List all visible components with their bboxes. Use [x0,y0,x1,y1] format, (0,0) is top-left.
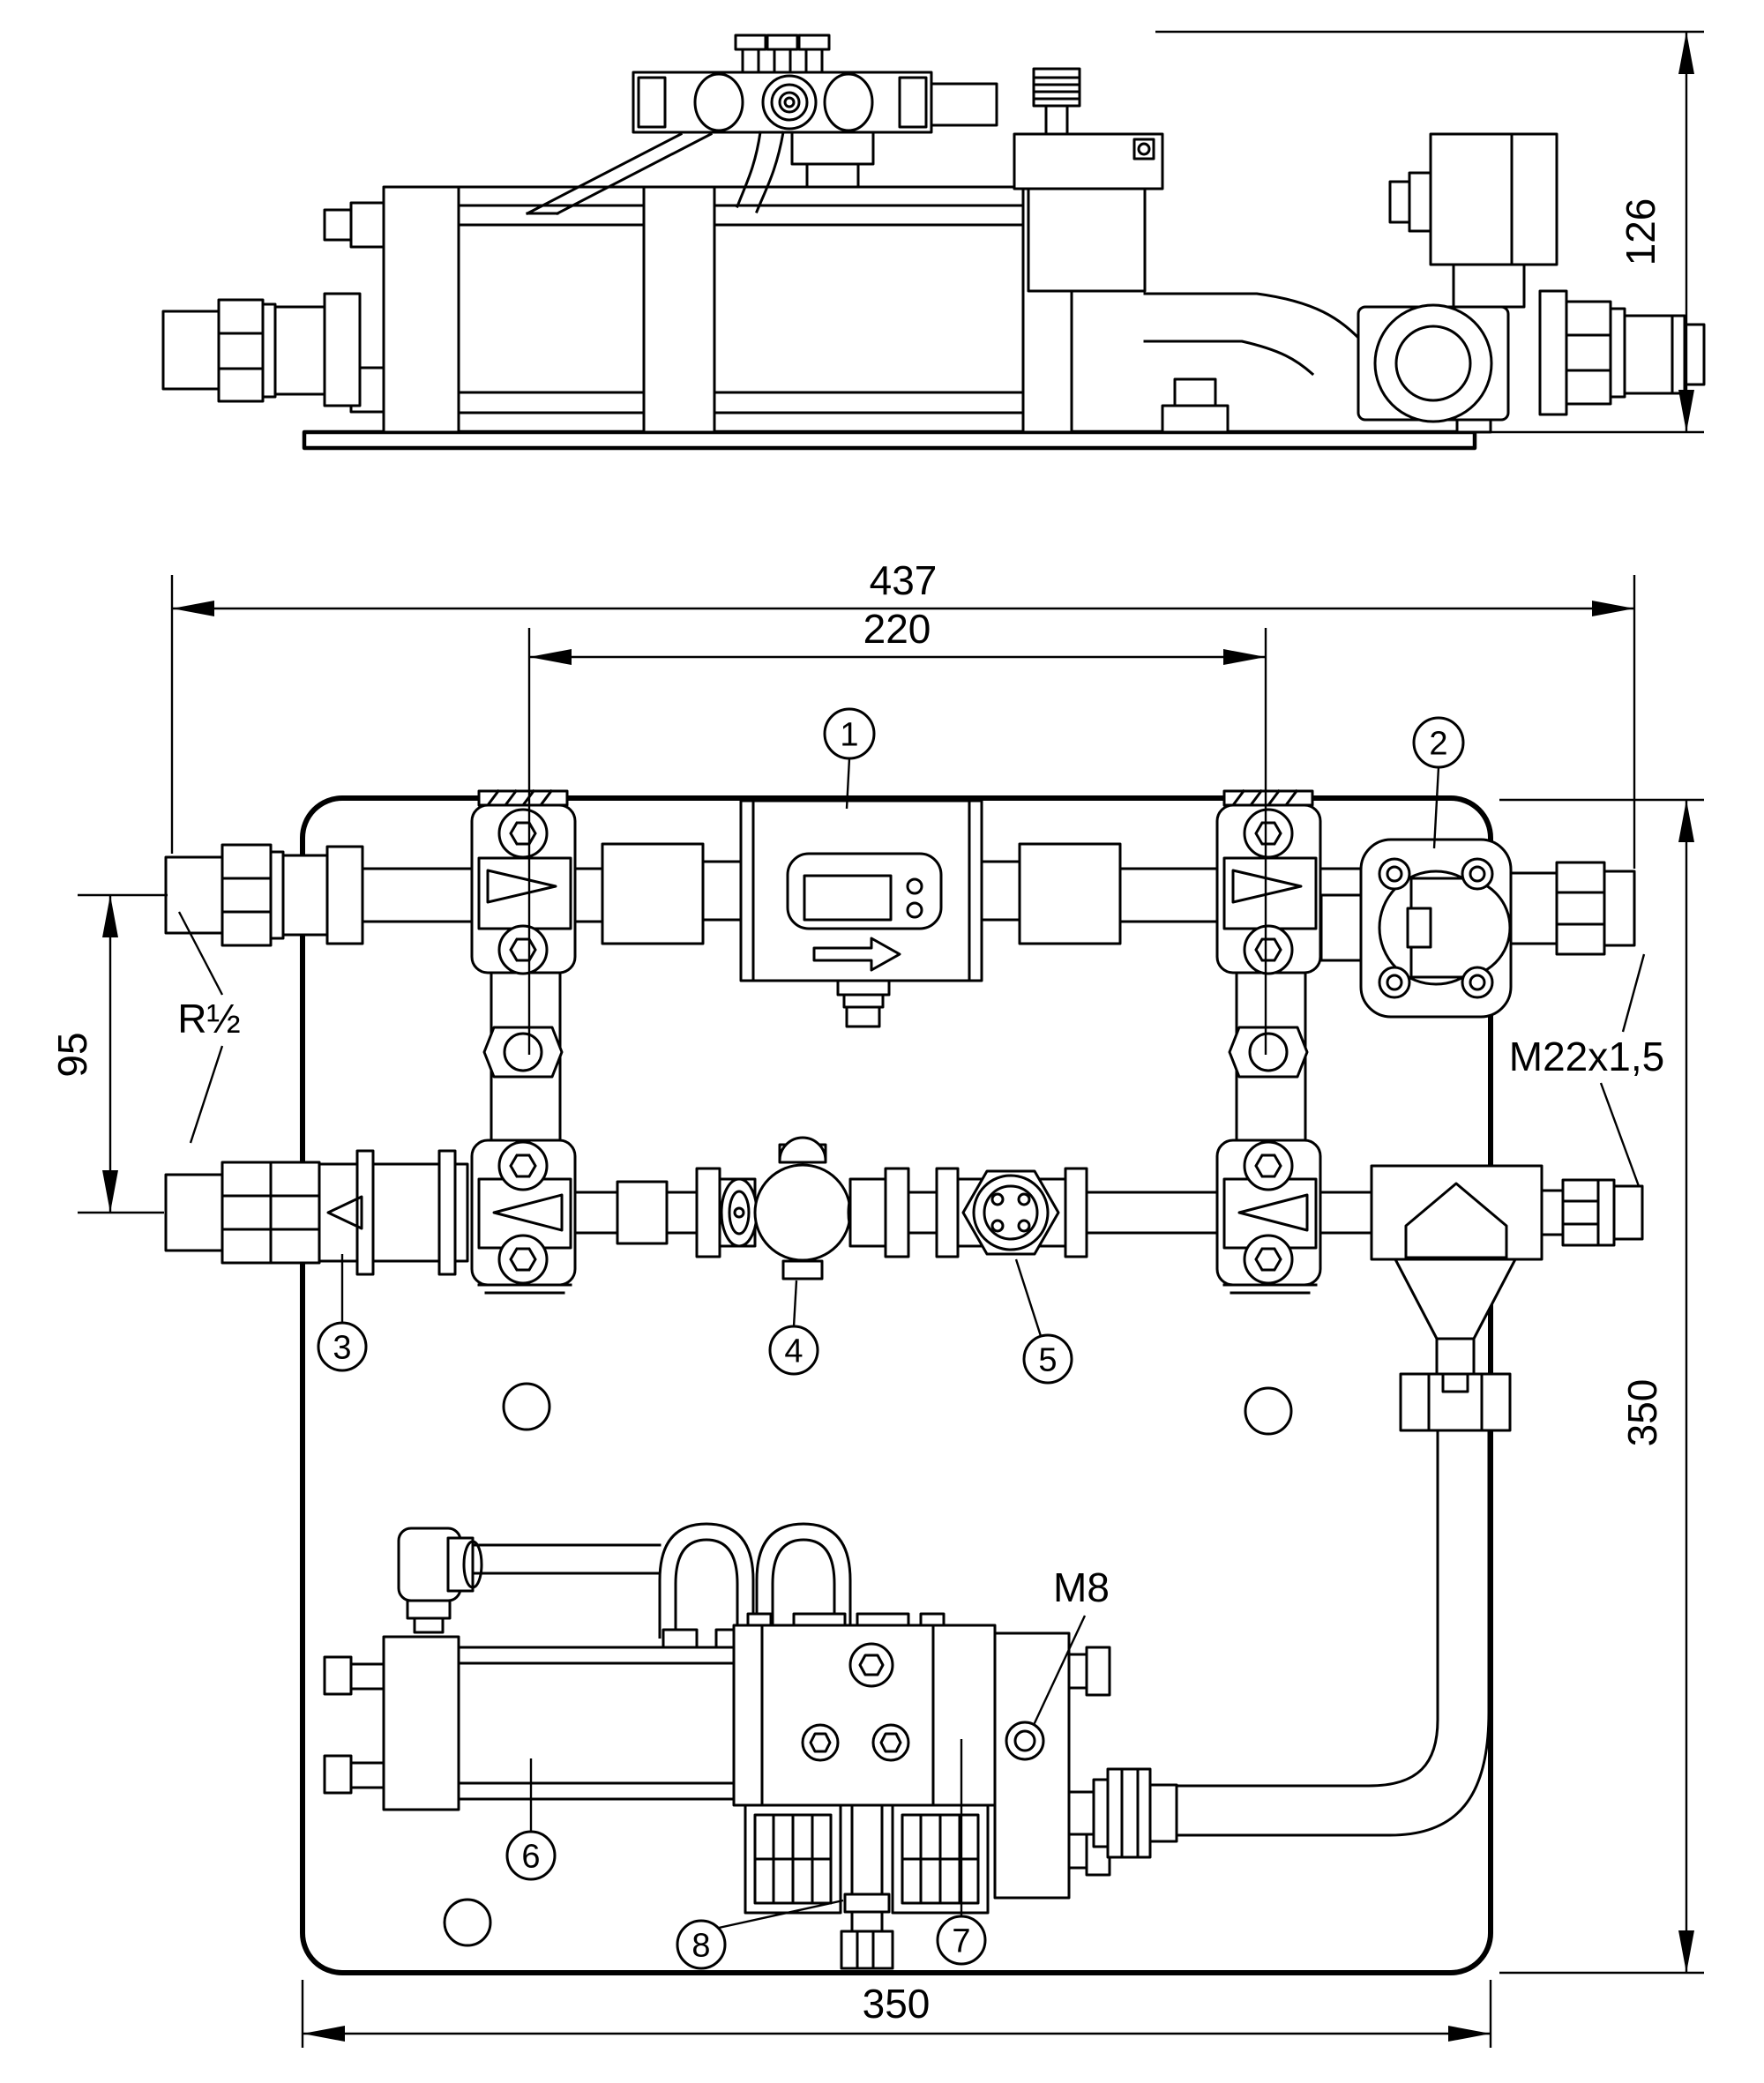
threaded-stud [1032,67,1081,108]
ball-valve-ring [1373,303,1493,423]
pump-valve-block [732,1612,1178,1970]
flow-meter-display [786,852,943,930]
inlet-fitting-bottom [164,1161,321,1265]
clamp-bar-right [1215,788,1322,1295]
callout-7: 7 [936,1739,987,1966]
thread-label-m8: M8 [1053,1564,1110,1610]
pilot-valve-side [930,67,1164,293]
svg-text:6: 6 [521,1838,540,1875]
label-m8: M8 [1032,1564,1110,1726]
svg-text:7: 7 [952,1922,970,1960]
return-pipe [1175,1429,1491,1837]
shut-off-valve [1319,838,1513,1019]
inlet-fitting-side [161,292,362,407]
label-r-half: R½ [177,911,241,1144]
outlet-fitting-bottom-right [1540,1178,1644,1247]
base-plate-side [302,429,1477,451]
callout-2: 2 [1412,716,1465,849]
dimension-350-right: 350 [1499,798,1704,1975]
m8-port [1005,1721,1045,1761]
tee-fitting [1175,1164,1544,1837]
callout-6: 6 [505,1758,557,1881]
svg-text:1: 1 [840,716,858,753]
callouts: 1 2 3 4 5 6 7 8 [317,707,1465,1970]
label-m22: M22x1,5 [1509,953,1664,1187]
callout-5: 5 [1014,1258,1073,1385]
drain-fitting [840,1803,894,1970]
thread-label-m22: M22x1,5 [1509,1034,1664,1079]
side-view: 126 [161,30,1706,451]
air-manifold-side [525,34,933,216]
ball-valve [695,1136,910,1280]
dim-437-label: 437 [870,557,938,603]
dim-350-right-label: 350 [1619,1379,1665,1447]
dim-95-label: 95 [49,1032,95,1077]
dimension-126: 126 [1155,30,1704,434]
flow-meter-button [906,877,923,895]
flow-meter-button [906,901,923,919]
plan-view: 437 220 95 350 350 R½ M22x1,5 M8 [49,557,1704,2048]
callout-8: 8 [676,1899,844,1970]
dimension-95: 95 [49,893,168,1214]
flow-meter-screen [803,874,893,922]
svg-text:2: 2 [1429,725,1447,762]
dim-126-label: 126 [1618,198,1663,266]
pump-cylinder [323,1635,736,1811]
pump-assembly [323,1522,1178,1970]
clamp-bar-left [470,788,577,1295]
dim-350-bottom-label: 350 [863,1981,931,2027]
flow-direction-arrow-icon [812,937,901,972]
svg-text:8: 8 [691,1927,710,1964]
inlet-fitting-top [164,843,364,947]
dimension-220: 220 [527,606,1267,1055]
callout-4: 4 [768,1280,819,1376]
svg-text:3: 3 [333,1329,351,1366]
solenoid-valve-side [1161,132,1706,434]
dimension-437: 437 [170,557,1636,869]
mounting-holes [443,1382,1293,1947]
upper-pipeline [164,799,1636,1028]
flow-meter [739,799,983,1028]
flow-arrow-icon [326,1195,363,1230]
callout-1: 1 [823,707,876,810]
svg-text:4: 4 [784,1333,803,1370]
check-valve [318,1149,469,1276]
pressure-sensor-connector [935,1167,1088,1258]
svg-text:5: 5 [1038,1341,1057,1378]
dimension-350-bottom: 350 [301,1980,1492,2048]
dim-220-label: 220 [863,606,931,652]
lower-pipeline [164,1136,1644,1837]
thread-label-r-half: R½ [177,996,241,1042]
solenoid-coil [1429,132,1558,266]
callout-3: 3 [317,1254,368,1372]
outlet-fitting-top-right [1509,861,1636,956]
